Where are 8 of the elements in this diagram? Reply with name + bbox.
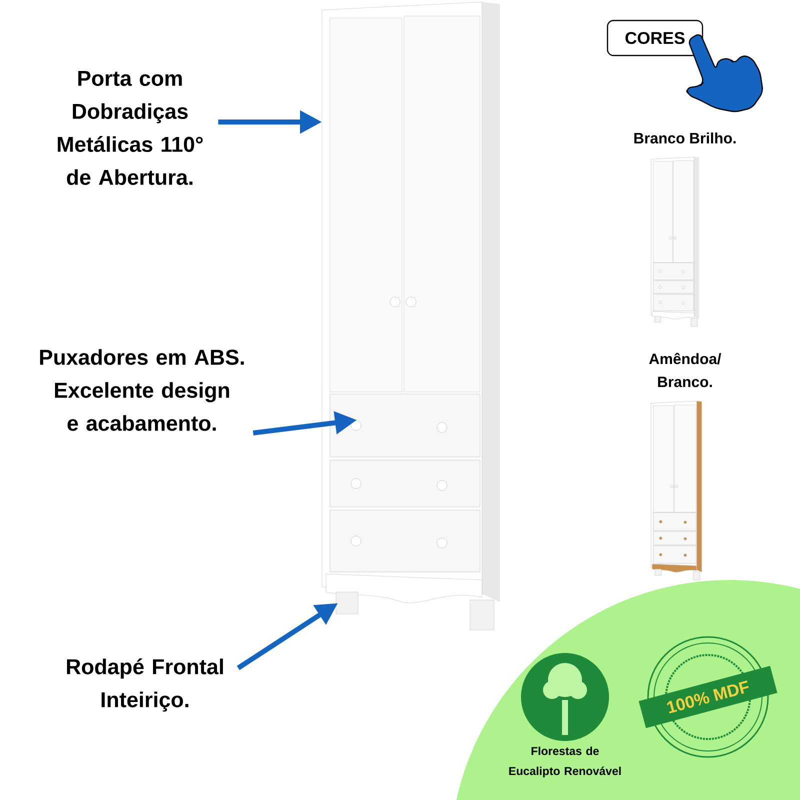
color-name: Branco Brilho.	[634, 132, 736, 144]
colors-button: CORES	[606, 20, 704, 56]
color-name: Amêndoa/ Branco.	[649, 352, 722, 388]
stamp-text: 100% MDF	[667, 680, 749, 714]
callout-text: Puxadores em ABS. Excelente design e acabamento.	[40, 349, 244, 431]
callout-text: Rodapé Frontal Inteiriço.	[67, 658, 223, 712]
caption-text: Florestas de Eucalipto Renovável	[509, 746, 621, 778]
callout-text: Porta com Dobradiças Metálicas 110° de Abertura.	[58, 71, 203, 185]
